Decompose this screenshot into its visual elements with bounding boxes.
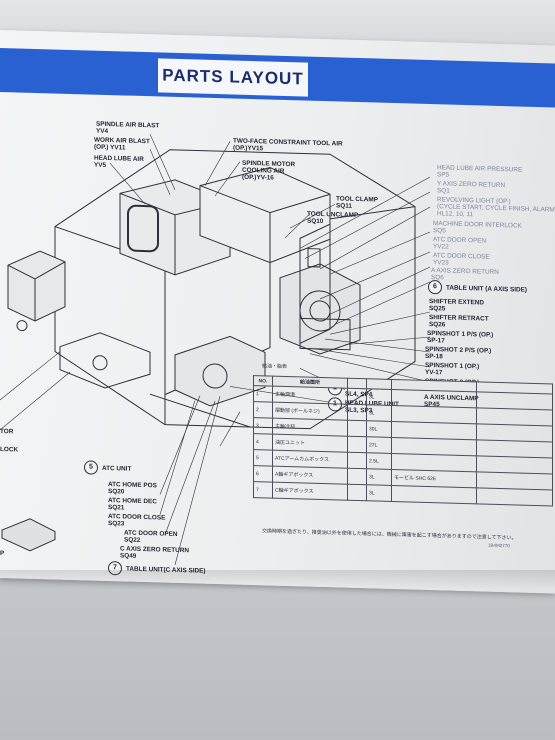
label-revolving-light: REVOLVING LIGHT (OP.) (CYCLE START, CYCL… <box>437 196 555 219</box>
label-head-lube-air: HEAD LUBE AIR YV5 <box>94 154 144 169</box>
row-no: 4 <box>253 433 273 451</box>
label-atc-door-close-yv23: ATC DOOR CLOSE YV23 <box>433 252 490 267</box>
row-no: 1 <box>253 385 273 403</box>
label-edge-lock: LOCK <box>0 446 19 454</box>
label-head-lube-air-pressure: HEAD LUBE AIR PRESSURE SP5 <box>437 164 523 179</box>
row-qty: 30L <box>366 420 392 438</box>
label-atc-door-close: ATC DOOR CLOSE SQ23 <box>108 513 166 528</box>
label-shifter-extend: SHIFTER EXTEND SQ25 <box>429 297 485 313</box>
row-no: 6 <box>253 465 273 483</box>
label-atc-door-open: ATC DOOR OPEN SQ22 <box>124 529 178 544</box>
machine-diagram <box>0 134 431 565</box>
row-no: 3 <box>253 417 273 435</box>
label-edge-tor: TOR <box>0 428 14 436</box>
row-qty: 3L <box>366 468 392 486</box>
row-no: 5 <box>253 449 273 467</box>
label-edge-p: P <box>0 550 5 558</box>
label-y-axis-zero-return: Y AXIS ZERO RETURN SQ1 <box>437 180 506 195</box>
row-part: C軸ギアボックス <box>272 482 348 501</box>
plate-shadow <box>0 570 555 590</box>
col-no: NO. <box>253 375 273 387</box>
label-atc-unit: ATC UNIT <box>102 464 132 473</box>
label-machine-door-interlock: MACHINE DOOR INTERLOCK SQ5 <box>433 220 522 235</box>
label-spindle-air-blast: SPINDLE AIR BLAST YV4 <box>96 120 160 136</box>
table-note: 給油・脂表 <box>262 363 288 371</box>
row-qty: 27L <box>366 436 392 454</box>
label-a-axis-zero-return: A AXIS ZERO RETURN SQ6 <box>431 267 499 282</box>
label-atc-door-open-yv22: ATC DOOR OPEN YV22 <box>433 236 487 251</box>
label-tool-clamp: TOOL CLAMP SQ11 <box>336 195 379 210</box>
callout-6: 6 <box>428 279 442 295</box>
label-spindle-motor-cooling: SPINDLE MOTOR COOLING AIR (OP.)YV-16 <box>242 159 296 182</box>
label-atc-home-dec: ATC HOME DEC SQ21 <box>108 497 157 512</box>
row-qty: 3L <box>366 388 392 406</box>
page-title: PARTS LAYOUT <box>158 58 308 97</box>
label-tool-unclamp: TOOL UNCLAMP SQ10 <box>307 210 359 226</box>
label-c-axis-zero-return: C AXIS ZERO RETURN SQ49 <box>120 545 189 560</box>
callout-5: 5 <box>84 460 98 475</box>
label-spinshot-1-ps: SPINSHOT 1 P/S (OP.) SP-17 <box>427 329 494 345</box>
lubrication-table: NO. 給油箇所 1 主軸潤滑 3L 2 摺動部 (ボールネジ) 3L 3 主軸… <box>253 375 553 506</box>
row-qty: 3L <box>366 404 392 422</box>
row-qty: 3L <box>366 484 392 502</box>
label-spinshot-2-ps: SPINSHOT 2 P/S (OP.) SP-18 <box>425 345 492 361</box>
label-shifter-retract: SHIFTER RETRACT SQ26 <box>429 313 489 329</box>
row-no: 7 <box>253 481 273 499</box>
label-spinshot-1: SPINSHOT 1 (OP.) YV-17 <box>425 361 480 377</box>
plate-code: 1B4M2770 <box>488 542 510 549</box>
label-work-air-blast: WORK AIR BLAST (OP.) YV11 <box>94 136 150 152</box>
row-qty: 2.5L <box>366 452 392 470</box>
label-atc-home-pos: ATC HOME POS SQ20 <box>108 481 157 496</box>
row-no: 2 <box>253 401 273 419</box>
parts-layout-plate: PARTS LAYOUT <box>0 30 555 594</box>
